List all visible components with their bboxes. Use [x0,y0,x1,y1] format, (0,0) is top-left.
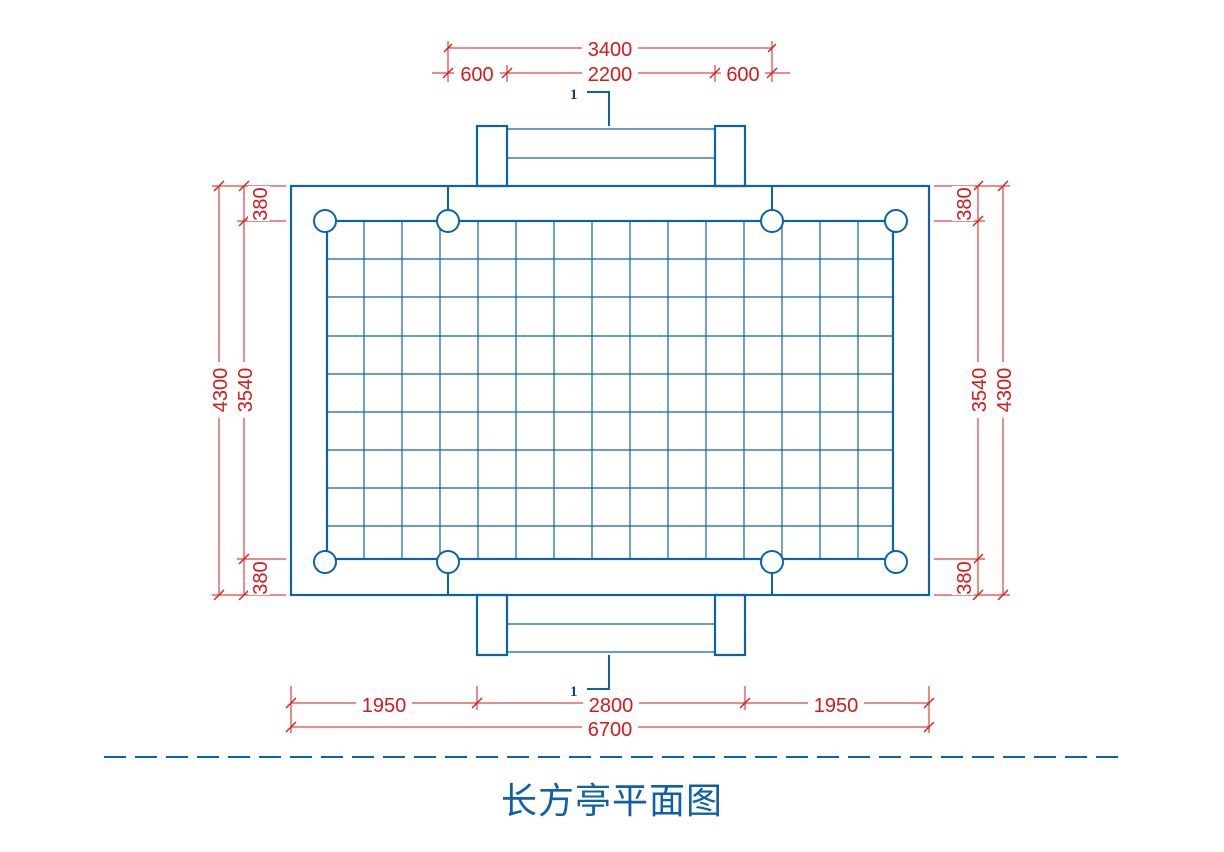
drawing-title: 长方亭平面图 [500,781,723,822]
column [313,209,337,233]
dim-left-inner: 3540 [235,368,257,413]
dim-right-outer: 4300 [994,368,1016,413]
dim-top-total: 3400 [588,39,633,61]
dim-bottom-total: 6700 [588,719,633,741]
platform-outline [289,184,931,597]
section-marker-bottom: 1 [570,655,610,700]
bottom-steps [475,593,747,657]
dim-top-right: 600 [726,64,759,86]
dim-right-bottom: 380 [954,561,976,594]
svg-text:1: 1 [570,87,578,103]
dim-left-bottom: 380 [250,561,272,594]
dim-left-top: 380 [250,187,272,220]
dimensions-right: 380 380 3540 4300 [934,180,1016,601]
dim-top-left: 600 [460,64,493,86]
dim-left-outer: 4300 [210,368,232,413]
dim-bottom-center: 2800 [589,695,634,717]
dimensions-top: 3400 600 2200 600 [432,36,790,86]
column [760,550,784,574]
column [436,550,460,574]
dim-right-top: 380 [954,187,976,220]
dim-bottom-right: 1950 [814,695,859,717]
columns [313,209,908,574]
inner-floor-boundary [325,219,895,561]
section-marker-top: 1 [570,87,610,126]
dimensions-bottom: 1950 2800 1950 6700 [285,686,935,741]
beam-ties [447,186,773,595]
column [884,209,908,233]
column [760,209,784,233]
dim-bottom-left: 1950 [362,695,407,717]
top-steps [475,124,747,188]
dimensions-left: 4300 3540 380 380 [207,180,286,601]
column [313,550,337,574]
dim-top-center: 2200 [588,64,633,86]
column [436,209,460,233]
svg-text:1: 1 [570,684,578,700]
dim-right-inner: 3540 [969,368,991,413]
floor-tile-grid [327,221,893,559]
column [884,550,908,574]
